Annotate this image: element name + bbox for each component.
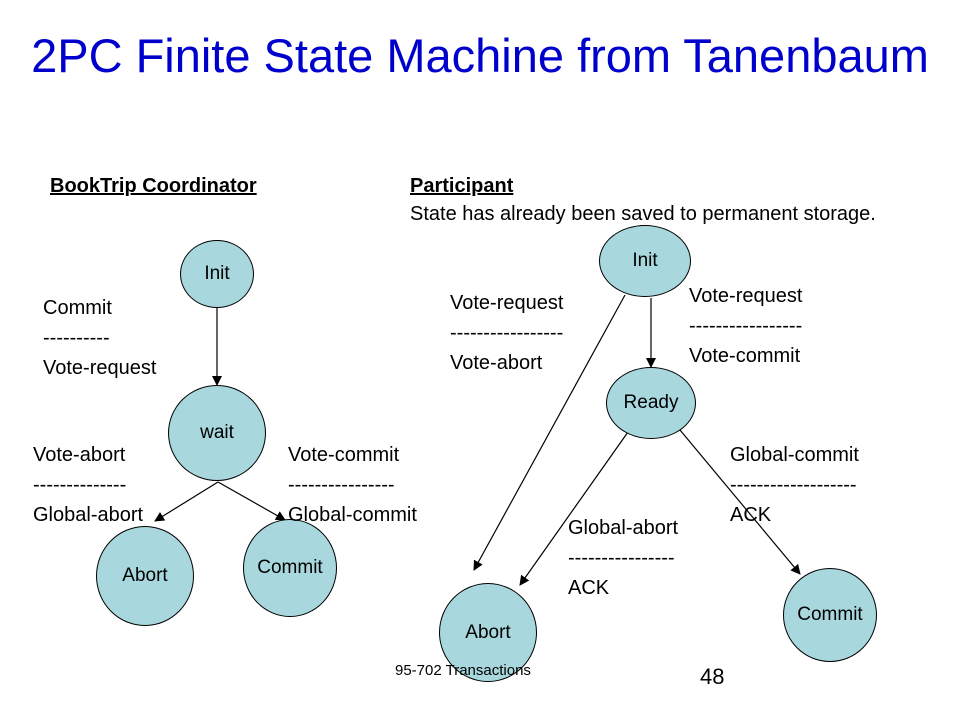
coordinator-abort-state: Abort xyxy=(96,526,194,626)
coordinator-init-wait-label: Commit ---------- Vote-request xyxy=(43,297,157,379)
page-number: 48 xyxy=(700,664,725,689)
slide-footer: 95-702 Transactions xyxy=(395,662,531,679)
coordinator-wait-abort-label: Vote-abort -------------- Global-abort xyxy=(33,444,144,526)
participant-commit-state: Commit xyxy=(783,568,877,662)
participant-ready-commit-label: Global-commit ------------------- ACK xyxy=(730,444,859,526)
participant-ready-abort-label: Global-abort ---------------- ACK xyxy=(568,517,679,599)
participant-ready-state: Ready xyxy=(606,367,696,439)
edge-coord-wait-abort xyxy=(154,481,219,522)
coordinator-wait-commit-label: Vote-commit ---------------- Global-comm… xyxy=(288,444,417,526)
participant-init-state: Init xyxy=(599,225,691,297)
participant-init-ready-label: Vote-request ----------------- Vote-comm… xyxy=(689,285,803,367)
participant-abort-state: Abort xyxy=(439,583,537,682)
coordinator-heading: BookTrip Coordinator xyxy=(50,175,257,197)
slide-title: 2PC Finite State Machine from Tanenbaum xyxy=(31,29,929,82)
participant-init-abort-label: Vote-request ----------------- Vote-abor… xyxy=(450,292,564,374)
edge-part-ready-commit xyxy=(679,429,801,575)
edge-part-ready-abort xyxy=(519,431,629,586)
coordinator-commit-state: Commit xyxy=(243,519,337,617)
participant-heading: Participant xyxy=(410,175,514,197)
participant-note: State has already been saved to permanen… xyxy=(410,203,876,225)
coordinator-wait-state: wait xyxy=(168,385,266,481)
edge-part-init-abort xyxy=(473,294,626,571)
edge-coord-wait-commit xyxy=(217,481,286,521)
coordinator-init-state: Init xyxy=(180,240,254,308)
